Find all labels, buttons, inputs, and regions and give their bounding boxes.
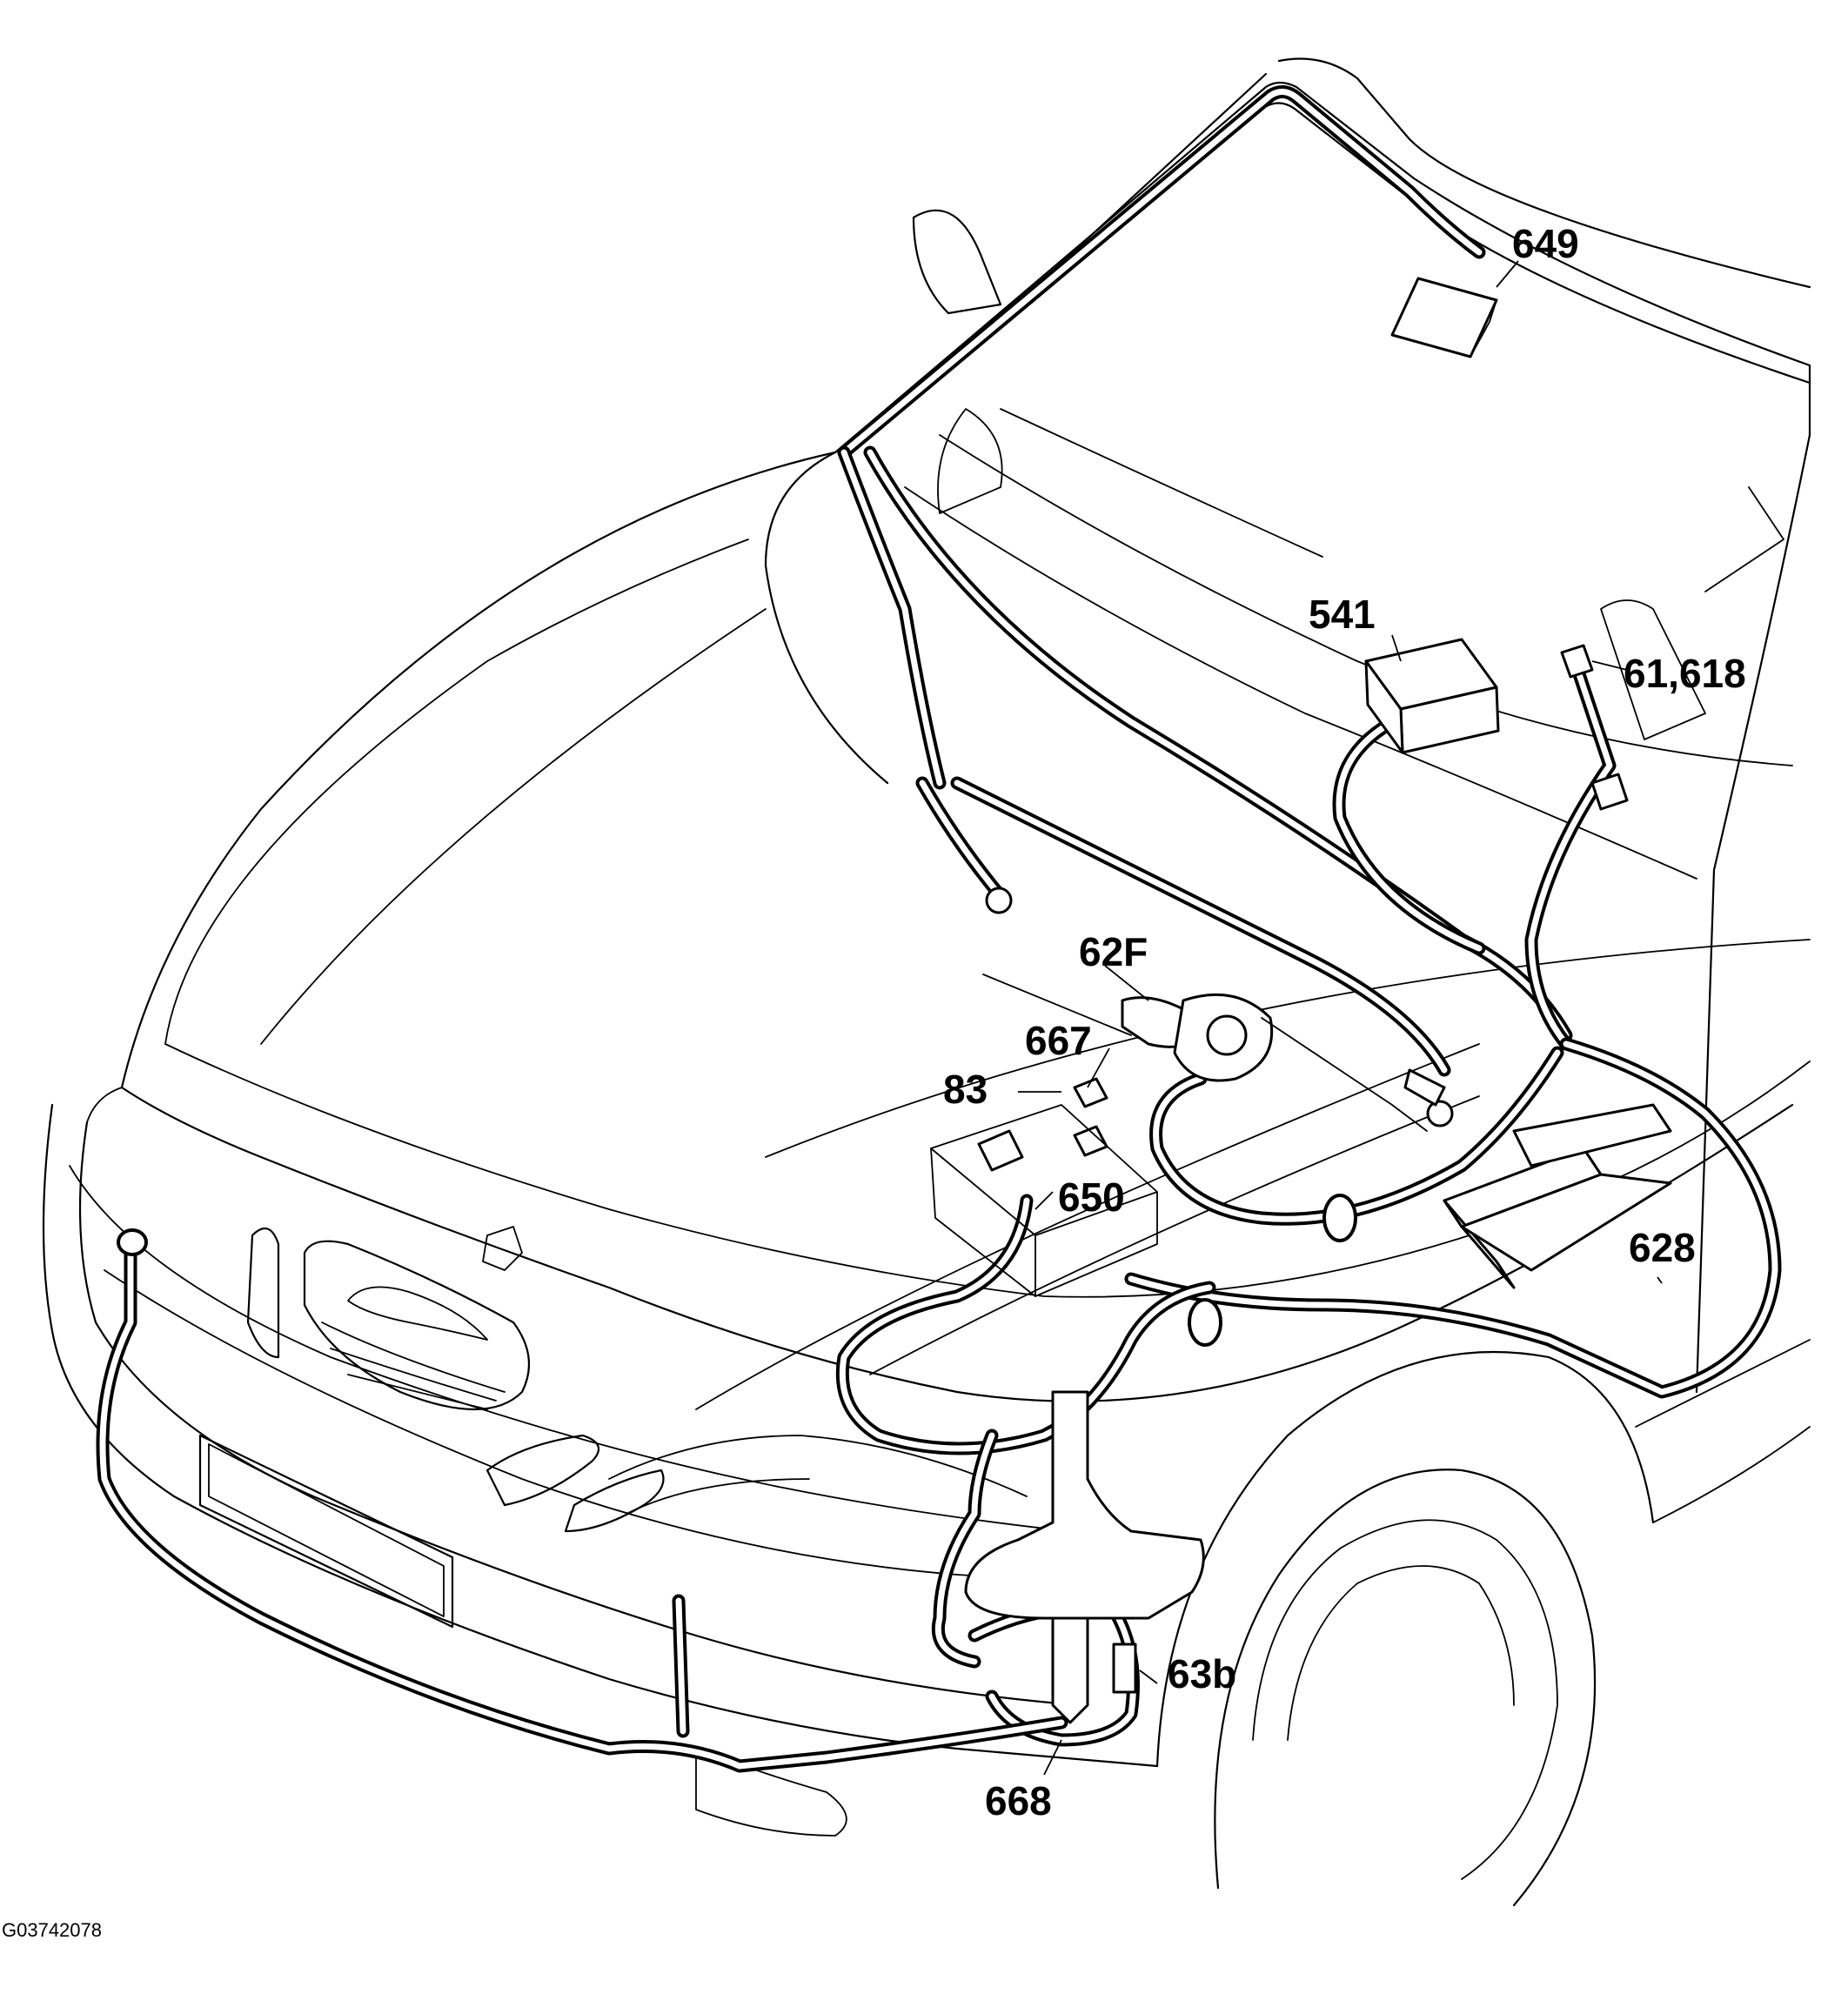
callout-leaders (1018, 260, 1663, 1776)
callout-650: 650 (1058, 1174, 1125, 1220)
harness-grommets (117, 1194, 1357, 1347)
rain-sensor-649 (1390, 277, 1498, 358)
fuse-box-628 (1443, 1103, 1672, 1289)
car-body-outline (42, 57, 1811, 1907)
washer-reservoir-668 (964, 1390, 1205, 1724)
relay-667 (1073, 1077, 1108, 1157)
battery-83 (930, 1104, 1158, 1297)
callout-63b: 63b (1168, 1651, 1236, 1696)
callout-668: 668 (985, 1778, 1052, 1823)
callout-628: 628 (1629, 1225, 1696, 1270)
callout-541: 541 (1309, 592, 1376, 637)
callout-649: 649 (1512, 221, 1579, 266)
connector-61-618 (1560, 644, 1629, 811)
callout-667: 667 (1025, 1018, 1092, 1063)
callout-62F: 62F (1079, 929, 1148, 974)
wiper-motor-62F (982, 887, 1454, 1132)
figure-id: G03742078 (2, 1919, 102, 1941)
control-module-541 (1364, 638, 1500, 754)
wiring-harness (96, 85, 1782, 1773)
callout-61-618: 61,618 (1624, 651, 1746, 696)
callout-83: 83 (943, 1067, 988, 1112)
callout-labels: 649 541 61,618 62F 667 83 650 628 63b 66… (943, 221, 1746, 1823)
